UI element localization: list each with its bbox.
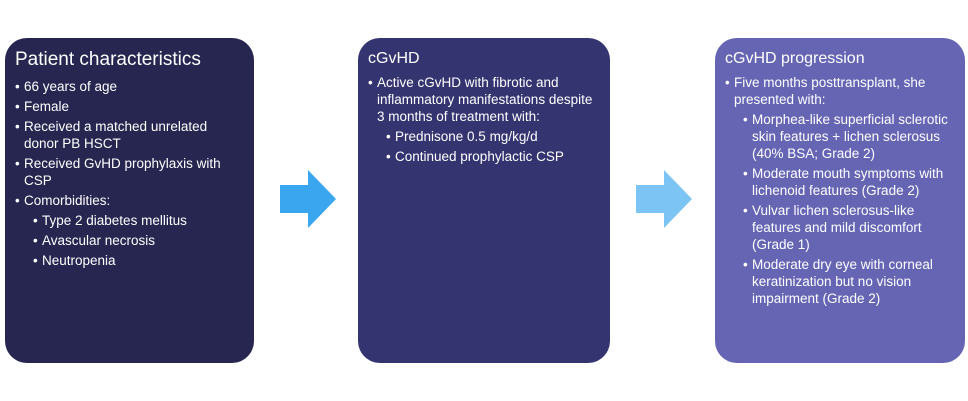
sub-list-item: Moderate mouth symptoms with lichenoid f… — [743, 165, 955, 199]
list-item: Received GvHD prophylaxis with CSP — [15, 155, 244, 189]
list-item-label: Active cGvHD with fibrotic and inflammat… — [377, 75, 593, 124]
list-item-label: Comorbidities: — [24, 193, 111, 208]
list-item: Five months posttransplant, she presente… — [725, 74, 955, 307]
cgvhd-box: cGvHD Active cGvHD with fibrotic and inf… — [358, 38, 610, 363]
list-item: Female — [15, 98, 244, 115]
list-item: Active cGvHD with fibrotic and inflammat… — [368, 74, 600, 165]
bullet-list: Five months posttransplant, she presente… — [725, 74, 955, 307]
box-title: cGvHD progression — [725, 50, 865, 67]
patient-characteristics-box: Patient characteristics 66 years of age … — [5, 38, 254, 363]
sub-list-item: Continued prophylactic CSP — [386, 148, 600, 165]
list-item: 66 years of age — [15, 78, 244, 95]
arrow-shape — [636, 170, 692, 228]
box-title: cGvHD — [368, 50, 420, 67]
arrow-shape — [280, 170, 336, 228]
sub-bullet-list: Prednisone 0.5 mg/kg/d Continued prophyl… — [377, 128, 600, 165]
cgvhd-progression-box: cGvHD progression Five months posttransp… — [715, 38, 965, 363]
sub-list-item: Type 2 diabetes mellitus — [33, 212, 244, 229]
list-item: Received a matched unrelated donor PB HS… — [15, 118, 244, 152]
sub-bullet-list: Type 2 diabetes mellitus Avascular necro… — [24, 212, 244, 269]
sub-list-item: Avascular necrosis — [33, 232, 244, 249]
sub-bullet-list: Morphea-like superficial sclerotic skin … — [734, 111, 955, 307]
right-arrow-icon — [636, 170, 692, 228]
right-arrow-icon — [280, 170, 336, 228]
sub-list-item: Vulvar lichen sclerosus-like features an… — [743, 202, 955, 253]
sub-list-item: Prednisone 0.5 mg/kg/d — [386, 128, 600, 145]
sub-list-item: Morphea-like superficial sclerotic skin … — [743, 111, 955, 162]
bullet-list: Active cGvHD with fibrotic and inflammat… — [368, 74, 600, 165]
bullet-list: 66 years of age Female Received a matche… — [15, 78, 244, 269]
list-item: Comorbidities: Type 2 diabetes mellitus … — [15, 192, 244, 269]
sub-list-item: Neutropenia — [33, 252, 244, 269]
box-title: Patient characteristics — [15, 49, 201, 70]
list-item-label: Five months posttransplant, she presente… — [734, 75, 926, 107]
sub-list-item: Moderate dry eye with corneal keratiniza… — [743, 256, 955, 307]
